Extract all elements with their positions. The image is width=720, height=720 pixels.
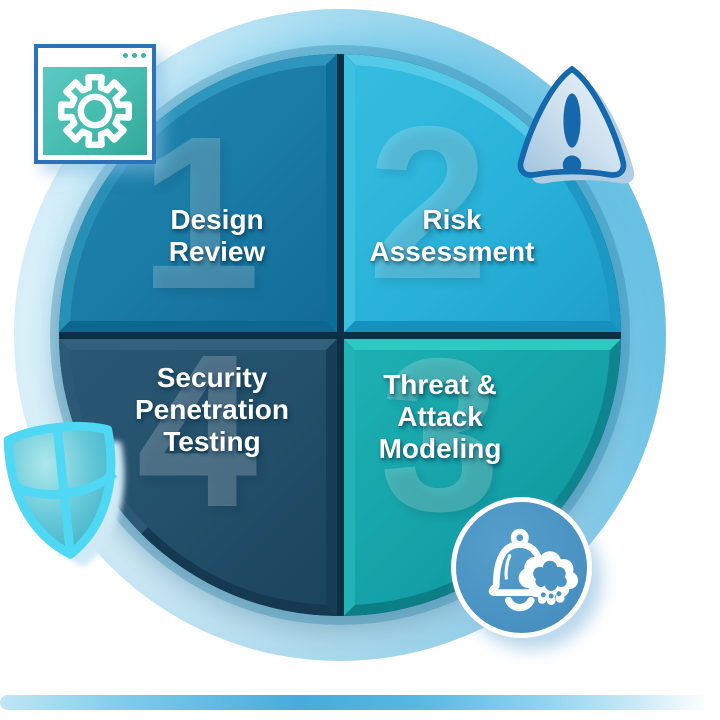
shield-icon (3, 422, 125, 567)
browser-dot (123, 53, 128, 58)
bottom-accent-bar (0, 695, 714, 710)
exclamation-dot (562, 155, 582, 175)
cloud-burst (518, 550, 578, 605)
label-design-review: Design Review (168, 204, 266, 267)
browser-titlebar (38, 48, 152, 63)
exclamation-stem (563, 93, 581, 148)
label-risk-assessment: Risk Assessment (369, 204, 535, 267)
gear-icon (57, 73, 133, 149)
label-security-penetration-testing: Security Penetration Testing (134, 362, 290, 457)
browser-gear-icon (34, 44, 156, 164)
alert-bell-icon (488, 528, 578, 611)
label-threat-attack-modeling: Threat & Attack Modeling (378, 369, 502, 464)
browser-body (43, 67, 147, 155)
shield-strap-horizontal (11, 469, 118, 499)
browser-dot (132, 53, 137, 58)
alert-bell-badge (451, 497, 592, 638)
warning-triangle-icon (517, 65, 635, 184)
browser-dot (141, 53, 146, 58)
